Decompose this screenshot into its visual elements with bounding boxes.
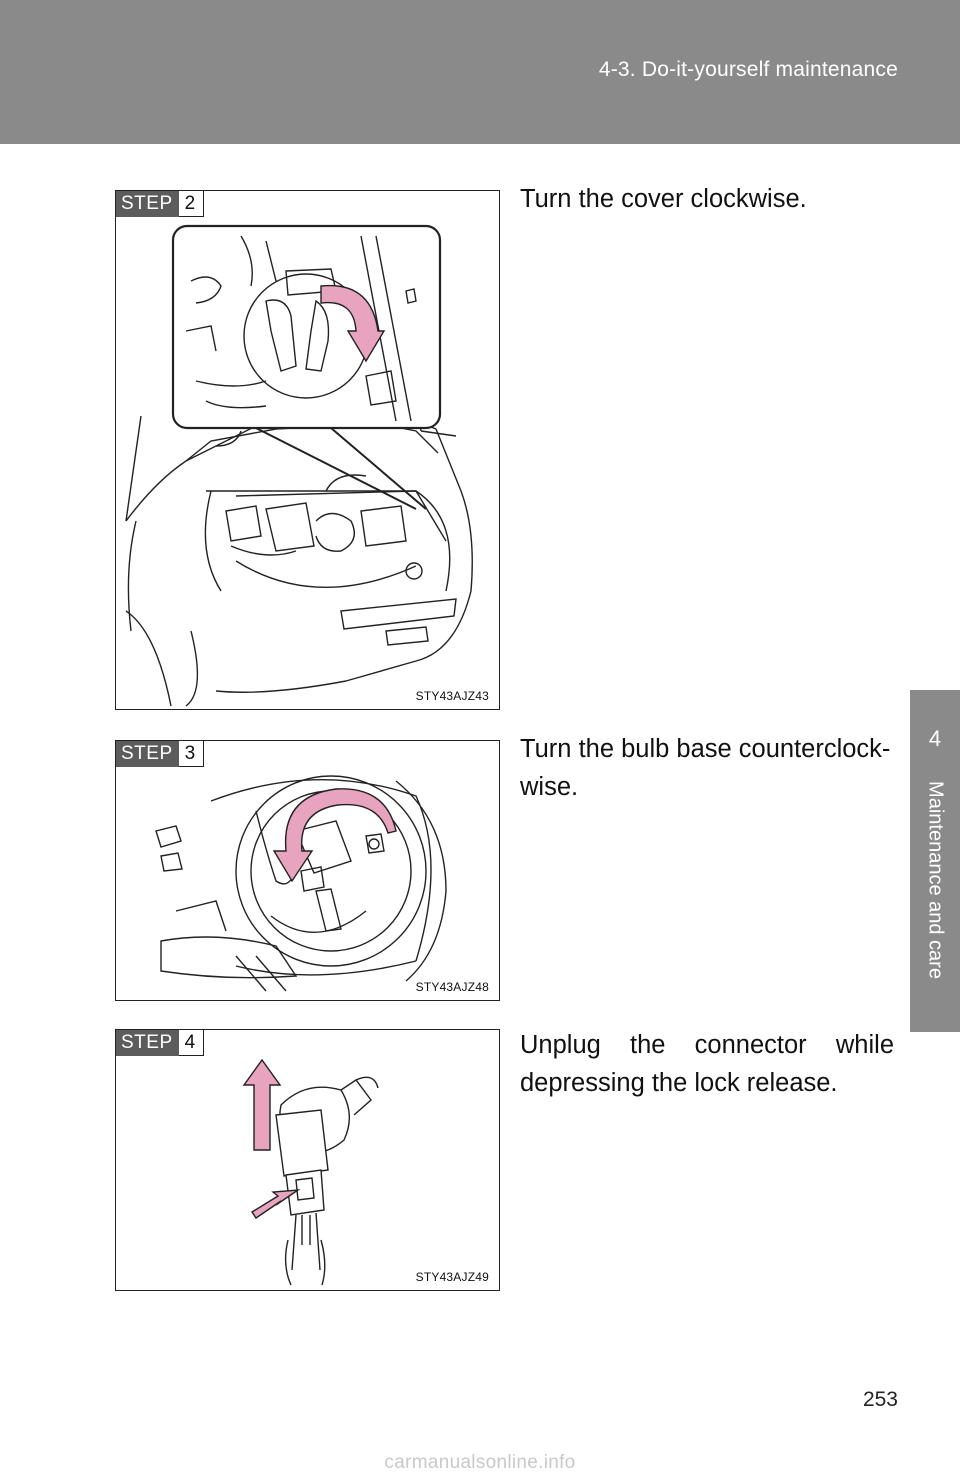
step-3-badge-number: 3 xyxy=(178,741,205,767)
step-4-figure: STEP 4 STY43AJZ49 xyxy=(115,1029,500,1291)
step-3-instruction: Turn the bulb base counterclock-wise. xyxy=(520,735,891,801)
page-header: 4-3. Do-it-yourself maintenance xyxy=(0,0,960,144)
step-4-badge: STEP 4 xyxy=(116,1030,205,1056)
page-number: 253 xyxy=(862,1388,898,1411)
watermark: carmanualsonline.info xyxy=(384,1452,576,1473)
step-2-badge-word: STEP xyxy=(116,191,179,217)
press-release-arrow-icon xyxy=(251,1189,301,1219)
chapter-number: 4 xyxy=(928,726,942,751)
connector-unplug-illustration xyxy=(242,1058,379,1286)
step-4-instruction: Unplug the connector while depressing th… xyxy=(520,1031,894,1097)
step-2-figure-code: STY43AJZ43 xyxy=(415,689,489,703)
step-4-badge-number: 4 xyxy=(178,1030,205,1056)
step-2-figure: STEP 2 xyxy=(115,190,500,710)
step-3-figure: STEP 3 STY43AJZ48 xyxy=(115,740,500,1001)
step-3-figure-code: STY43AJZ48 xyxy=(415,980,489,994)
step-3-badge-word: STEP xyxy=(116,741,179,767)
step-2-instruction: Turn the cover clockwise. xyxy=(520,185,807,213)
step-4-badge-word: STEP xyxy=(116,1030,179,1056)
step-3-badge: STEP 3 xyxy=(116,741,205,767)
pull-up-arrow-icon xyxy=(242,1058,282,1151)
step-4-figure-code: STY43AJZ49 xyxy=(415,1270,489,1284)
engine-bay-illustration xyxy=(125,224,473,707)
chapter-label: Maintenance and care xyxy=(924,781,947,979)
step-2-badge: STEP 2 xyxy=(116,191,205,217)
section-title: 4-3. Do-it-yourself maintenance xyxy=(598,58,898,81)
headlight-bulb-illustration xyxy=(155,775,447,992)
chapter-tab: 4 Maintenance and care xyxy=(910,690,960,1032)
counterclockwise-arrow-icon xyxy=(272,788,397,883)
step-2-badge-number: 2 xyxy=(178,191,205,217)
clockwise-arrow-icon xyxy=(320,284,386,363)
